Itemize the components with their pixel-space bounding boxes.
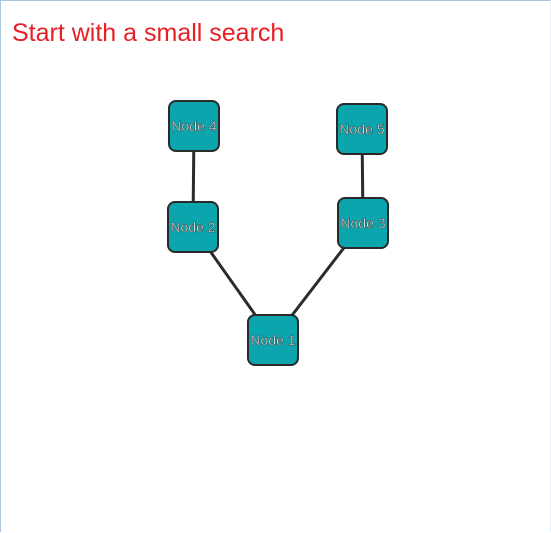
- node-label: Node 2: [170, 219, 215, 235]
- node-box[interactable]: [247, 314, 299, 366]
- graph-node-2[interactable]: Node 2: [167, 201, 219, 253]
- graph-node-1[interactable]: Node 1: [247, 314, 299, 366]
- graph-node-5[interactable]: Node 5: [336, 103, 388, 155]
- node-box[interactable]: [336, 103, 388, 155]
- node-box[interactable]: [168, 100, 220, 152]
- node-box[interactable]: [167, 201, 219, 253]
- node-label: Node 5: [339, 121, 384, 137]
- nodes-layer[interactable]: Node 1 Node 2 Node 3 Node 4 Node 5: [167, 100, 389, 366]
- graph-node-3[interactable]: Node 3: [337, 197, 389, 249]
- page-title: Start with a small search: [12, 19, 285, 47]
- node-label: Node 4: [171, 118, 216, 134]
- node-label: Node 1: [250, 332, 295, 348]
- node-label: Node 3: [340, 215, 385, 231]
- graph-node-4[interactable]: Node 4: [168, 100, 220, 152]
- node-box[interactable]: [337, 197, 389, 249]
